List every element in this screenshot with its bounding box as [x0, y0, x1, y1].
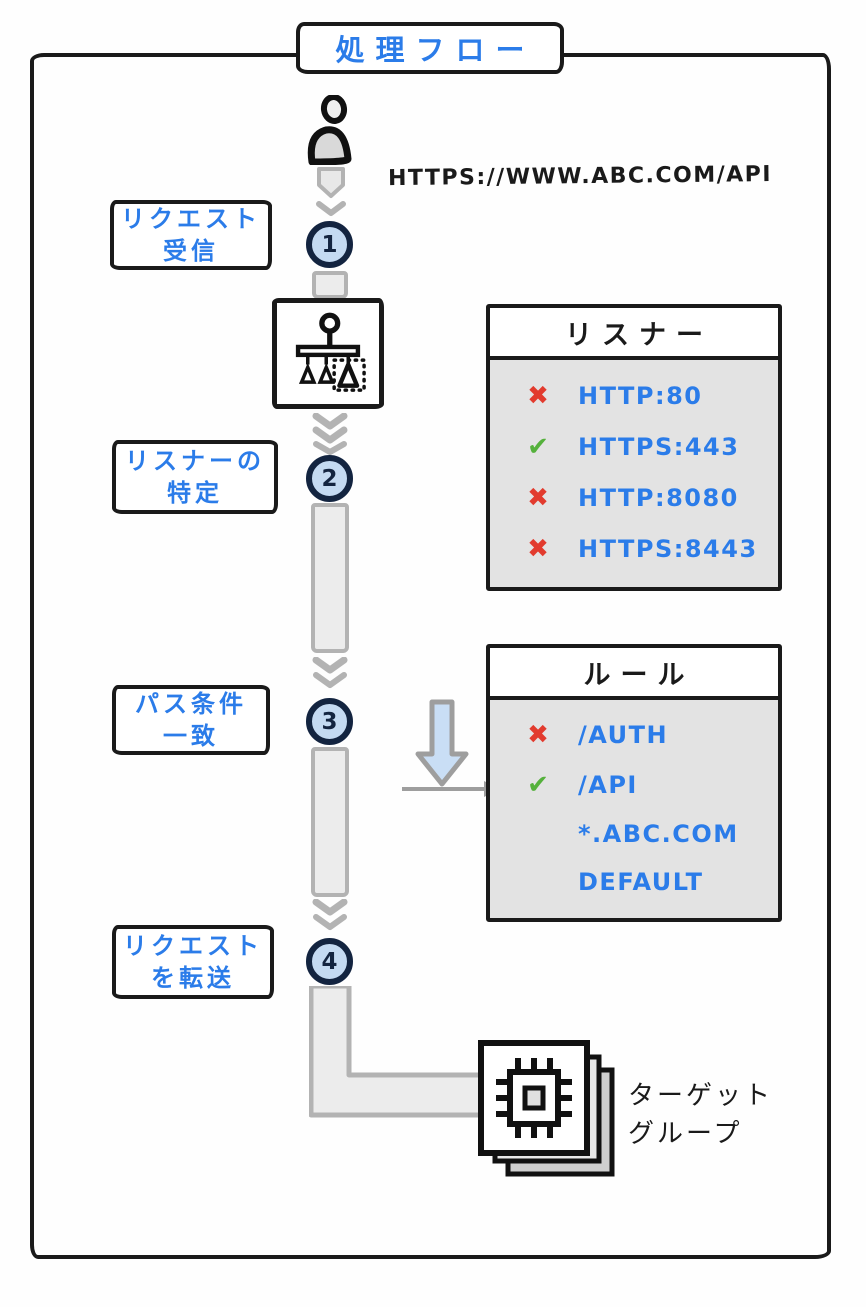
listener-row-label: HTTP:8080 — [578, 484, 739, 513]
rules-panel-title: ルール — [490, 648, 778, 700]
rule-row-label: /AUTH — [578, 721, 669, 749]
check-mark-icon: ✔ — [527, 770, 549, 800]
step1-number: 1 — [321, 231, 338, 258]
rules-panel: ルール ✖ /AUTH ✔ /API *.ABC.COM DEFAULT — [486, 644, 782, 922]
load-balancer-icon — [295, 312, 366, 392]
flow-segment-2 — [311, 503, 349, 653]
rule-row: ✔ /API — [490, 770, 778, 800]
x-mark-icon: ✖ — [527, 483, 549, 514]
step3-badge: 3 — [306, 698, 353, 745]
listener-row-label: HTTPS:8443 — [578, 535, 758, 564]
diagram-title-box: 処理フロー — [296, 22, 564, 74]
arrow-down-start — [316, 167, 346, 216]
load-balancer-box — [272, 298, 384, 409]
step2-badge: 2 — [306, 455, 353, 502]
step3-line2: 一致 — [163, 722, 219, 750]
step4-line2: を転送 — [151, 964, 235, 992]
listener-panel-body: ✖ HTTP:80 ✔ HTTPS:443 ✖ HTTP:8080 ✖ HTTP… — [490, 360, 778, 587]
chevrons-to-step4 — [312, 899, 348, 930]
check-mark-icon: ✔ — [527, 431, 549, 462]
listener-row-label: HTTPS:443 — [578, 432, 740, 461]
target-label-line2: グループ — [628, 1118, 743, 1149]
step1-line2: 受信 — [163, 237, 219, 265]
step-label-identify-listener: リスナーの 特定 — [112, 440, 278, 514]
person-icon — [307, 95, 352, 165]
step2-number: 2 — [321, 465, 338, 492]
diagram-title: 処理フロー — [335, 33, 536, 67]
rule-row: DEFAULT — [490, 868, 778, 896]
step2-line2: 特定 — [167, 479, 223, 507]
listener-row-label: HTTP:80 — [578, 381, 703, 410]
listener-row: ✖ HTTPS:8443 — [490, 534, 778, 564]
rule-row: ✖ /AUTH — [490, 720, 778, 750]
target-group-icon — [478, 1040, 615, 1177]
listener-panel: リスナー ✖ HTTP:80 ✔ HTTPS:443 ✖ HTTP:8080 ✖… — [486, 304, 782, 591]
x-mark-icon: ✖ — [527, 534, 549, 565]
step-label-forward-request: リクエスト を転送 — [112, 925, 274, 999]
rule-row: *.ABC.COM — [490, 820, 778, 848]
target-label-line1: ターゲット — [628, 1081, 774, 1111]
rules-panel-body: ✖ /AUTH ✔ /API *.ABC.COM DEFAULT — [490, 700, 778, 918]
flow-segment-1 — [312, 271, 348, 299]
evaluation-order-arrow-icon — [415, 699, 469, 787]
step4-number: 4 — [321, 948, 338, 975]
x-mark-icon: ✖ — [527, 380, 549, 411]
step3-number: 3 — [321, 708, 338, 735]
target-group-label: ターゲット グループ — [628, 1078, 773, 1153]
rule-row-label: /API — [578, 771, 638, 799]
step4-badge: 4 — [306, 938, 353, 985]
listener-panel-title: リスナー — [490, 308, 778, 360]
step1-line1: リクエスト — [121, 204, 261, 233]
listener-row: ✖ HTTP:8080 — [490, 483, 778, 513]
listener-row: ✔ HTTPS:443 — [490, 432, 778, 462]
flow-segment-3 — [311, 747, 349, 897]
listener-row: ✖ HTTP:80 — [490, 381, 778, 411]
step3-line1: パス条件 — [135, 689, 247, 718]
step1-badge: 1 — [306, 221, 353, 268]
chevrons-to-step2 — [312, 413, 348, 455]
step4-line1: リクエスト — [123, 931, 263, 960]
step-label-request-received: リクエスト 受信 — [110, 200, 272, 270]
step2-line1: リスナーの — [125, 446, 265, 475]
chevrons-to-step3 — [312, 657, 348, 688]
rule-row-label: *.ABC.COM — [578, 820, 739, 848]
x-mark-icon: ✖ — [527, 720, 549, 750]
request-url: HTTPS://WWW.ABC.COM/API — [387, 162, 773, 192]
step-label-path-match: パス条件 一致 — [112, 685, 270, 755]
rule-row-label: DEFAULT — [578, 868, 704, 896]
